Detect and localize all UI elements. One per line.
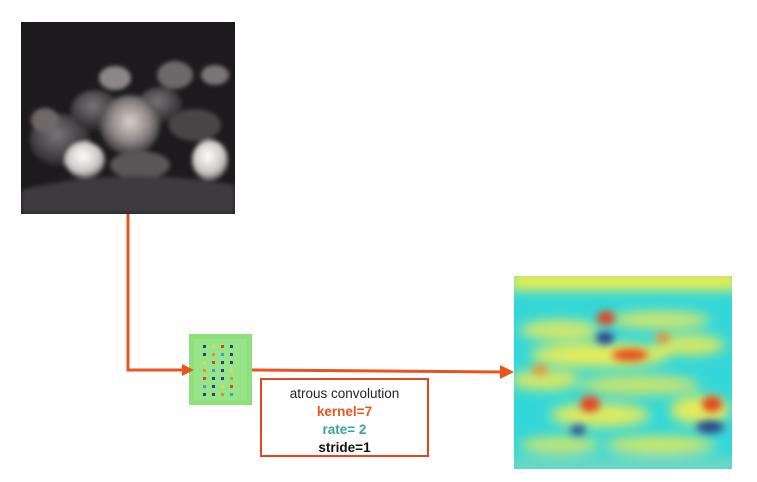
kernel-dot bbox=[212, 353, 215, 356]
kernel-dot bbox=[212, 369, 215, 372]
arrow-kernel-to-output bbox=[251, 368, 503, 374]
label-title: atrous convolution bbox=[289, 386, 400, 401]
kernel-dot bbox=[203, 377, 206, 380]
kernel-dot bbox=[221, 353, 224, 356]
kernel-dot bbox=[212, 377, 215, 380]
kernel-dot bbox=[221, 385, 224, 388]
kernel-filter bbox=[189, 334, 252, 405]
kernel-dot bbox=[203, 361, 206, 364]
kernel-dot bbox=[212, 393, 215, 396]
kernel-dot bbox=[230, 377, 233, 380]
kernel-dot bbox=[212, 385, 215, 388]
output-heatmap bbox=[514, 276, 732, 469]
kernel-dot bbox=[221, 361, 224, 364]
kernel-dot bbox=[230, 393, 233, 396]
kernel-dot bbox=[230, 369, 233, 372]
label-rate: rate= 2 bbox=[322, 422, 367, 437]
kernel-dot bbox=[230, 345, 233, 348]
label-kernel: kernel=7 bbox=[316, 404, 373, 419]
arrow-input-to-kernel bbox=[126, 214, 188, 372]
kernel-dot bbox=[212, 361, 215, 364]
flow-arrows bbox=[126, 214, 503, 374]
kernel-dot bbox=[203, 393, 206, 396]
kernel-dot bbox=[221, 393, 224, 396]
arrowhead-output bbox=[500, 365, 514, 379]
kernel-dot bbox=[230, 361, 233, 364]
kernel-dot bbox=[230, 385, 233, 388]
label-stride: stride=1 bbox=[318, 440, 371, 455]
kernel-dot bbox=[221, 345, 224, 348]
arrowhead-kernel bbox=[182, 364, 194, 376]
kernel-dot bbox=[212, 345, 215, 348]
kernel-dot bbox=[230, 353, 233, 356]
kernel-dot bbox=[221, 377, 224, 380]
kernel-dot bbox=[203, 385, 206, 388]
input-image bbox=[21, 22, 235, 214]
atrous-label-box: atrous convolution kernel=7 rate= 2 stri… bbox=[260, 378, 429, 457]
kernel-dot bbox=[203, 345, 206, 348]
kernel-dot bbox=[221, 369, 224, 372]
kernel-dot bbox=[203, 353, 206, 356]
kernel-dot bbox=[203, 369, 206, 372]
